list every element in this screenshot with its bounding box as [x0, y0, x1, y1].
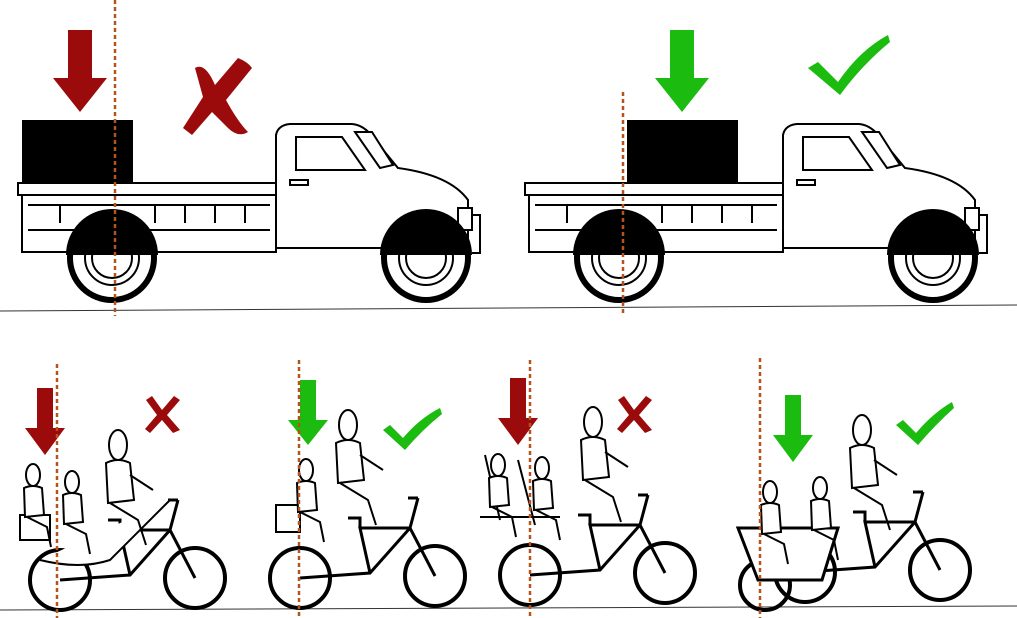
- check-mark-icon: [896, 402, 954, 445]
- child-figure: [488, 453, 517, 538]
- check-mark-icon: [383, 408, 442, 450]
- arrow-down-icon: [498, 378, 538, 445]
- panel-truck-correct: [525, 30, 987, 316]
- child-figure: [532, 456, 561, 541]
- panel-truck-incorrect: [18, 0, 480, 316]
- x-mark-icon: [183, 58, 252, 135]
- x-mark-icon: [145, 396, 180, 433]
- panel-bike-1-incorrect: [19, 364, 227, 618]
- cargo-box: [22, 120, 133, 183]
- pickup-truck: [525, 124, 987, 300]
- child-seat: [275, 504, 301, 533]
- rider-figure: [580, 406, 629, 523]
- cargo-box: [627, 120, 738, 183]
- panel-bike-2-correct: [268, 360, 467, 618]
- panel-bike-3-incorrect: [480, 360, 697, 618]
- ground-line-bottom: [0, 605, 1017, 611]
- arrow-down-icon: [655, 30, 709, 112]
- x-mark-icon: [617, 396, 652, 433]
- arrow-down-icon: [773, 395, 813, 462]
- ground-line-top: [0, 304, 1017, 312]
- check-mark-icon: [808, 35, 890, 95]
- panel-bike-4-correct: [735, 358, 972, 618]
- arrow-down-icon: [288, 380, 328, 445]
- arrow-down-icon: [53, 30, 107, 112]
- arrow-down-icon: [25, 388, 65, 455]
- child-figure: [296, 458, 325, 543]
- rider-figure: [335, 409, 384, 526]
- cargo-box: [735, 526, 841, 582]
